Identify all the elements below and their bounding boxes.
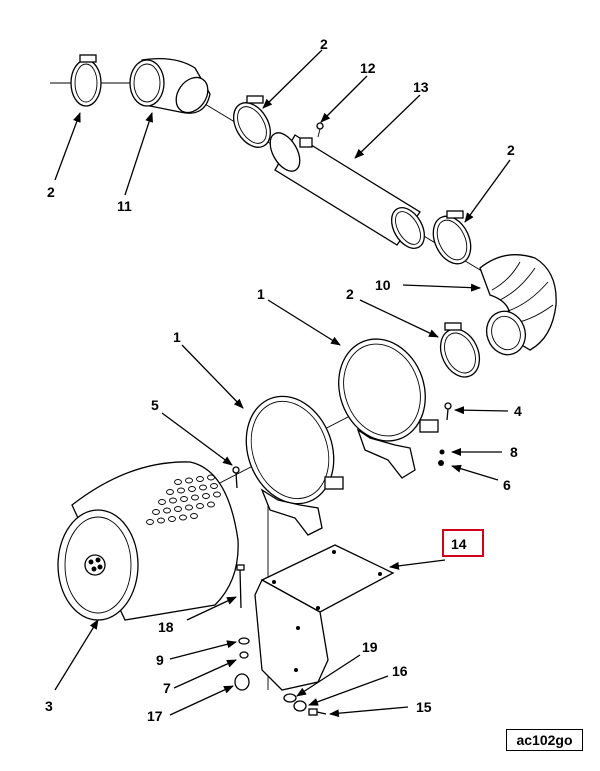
- callout-5: 5: [151, 397, 159, 413]
- hose-clamp-part: [439, 322, 481, 378]
- washer-part: [293, 700, 307, 712]
- callout-1: 1: [257, 286, 265, 302]
- hose-clamp-part: [70, 54, 102, 107]
- air-cleaner-housing-part: [57, 461, 239, 621]
- vent-hole: [152, 509, 160, 515]
- intake-pipe-part: [269, 132, 426, 249]
- vent-hole: [210, 483, 218, 489]
- callout-10: 10: [375, 277, 391, 293]
- callout-4: 4: [514, 403, 522, 419]
- vent-holes: [146, 474, 221, 525]
- washer-part: [238, 637, 250, 645]
- callout-2: 2: [346, 286, 354, 302]
- mounting-bracket-part: [254, 544, 395, 691]
- callout-1: 1: [173, 329, 181, 345]
- screw-part: [444, 402, 452, 421]
- callout-19: 19: [362, 639, 378, 655]
- hose-clamp-part: [432, 210, 472, 265]
- fitting-part: [316, 122, 324, 138]
- vent-hole: [196, 503, 204, 509]
- callout-17: 17: [147, 708, 163, 724]
- vent-hole: [169, 497, 177, 504]
- vent-hole: [196, 476, 204, 482]
- callout-2: 2: [320, 36, 328, 52]
- highlight-box[interactable]: [442, 529, 484, 557]
- vent-hole: [207, 501, 215, 508]
- vent-hole: [191, 494, 199, 501]
- callout-14-highlight[interactable]: 14: [442, 529, 484, 557]
- vent-hole: [163, 507, 171, 514]
- screw-part: [232, 466, 240, 489]
- bolt-part: [308, 708, 327, 716]
- document-code: ac102go: [506, 729, 583, 751]
- callout-12: 12: [360, 60, 376, 76]
- vent-hole: [177, 487, 185, 494]
- leader-arrows: [54, 49, 511, 718]
- callout-8: 8: [510, 444, 518, 460]
- nut-part: [438, 460, 444, 466]
- spacer-part: [283, 693, 297, 703]
- callout-13: 13: [413, 79, 429, 95]
- washer-part: [439, 449, 445, 455]
- callout-2: 2: [507, 142, 515, 158]
- vent-hole: [185, 504, 193, 511]
- callout-7: 7: [163, 680, 171, 696]
- vent-hole: [168, 516, 176, 522]
- vent-hole: [185, 477, 193, 484]
- vent-hole: [158, 499, 166, 505]
- vent-hole: [157, 517, 165, 524]
- callout-18: 18: [158, 619, 174, 635]
- vent-hole: [199, 484, 207, 491]
- callout-2: 2: [47, 184, 55, 200]
- vent-hole: [207, 474, 215, 481]
- mounting-band-part: [245, 395, 344, 536]
- mounting-band-part: [338, 338, 439, 479]
- vent-hole: [188, 486, 196, 492]
- callout-11: 11: [117, 198, 132, 214]
- vent-hole: [180, 496, 188, 502]
- isolator-part: [234, 673, 250, 691]
- rubber-elbow-part: [479, 254, 557, 356]
- nut-part: [239, 651, 249, 659]
- vent-hole: [190, 513, 198, 519]
- bolt-part: [236, 564, 245, 609]
- callout-6: 6: [503, 477, 511, 493]
- hose-clamp-part: [233, 95, 271, 148]
- vent-hole: [146, 519, 154, 525]
- callout-labels: 2 11 2 12 13 2 10 1 2 1 5 4 8 6 3 18 9 7…: [45, 36, 522, 724]
- vent-hole: [174, 479, 182, 485]
- vent-hole: [179, 514, 187, 521]
- vent-hole: [174, 506, 182, 512]
- callout-9: 9: [156, 652, 164, 668]
- vent-hole: [213, 491, 221, 498]
- callout-14: 14: [451, 536, 467, 552]
- callout-16: 16: [392, 663, 408, 679]
- vent-hole: [202, 493, 210, 499]
- vent-hole: [166, 489, 174, 495]
- callout-15: 15: [416, 699, 432, 715]
- callout-3: 3: [45, 698, 53, 714]
- elbow-hose-part: [129, 57, 211, 114]
